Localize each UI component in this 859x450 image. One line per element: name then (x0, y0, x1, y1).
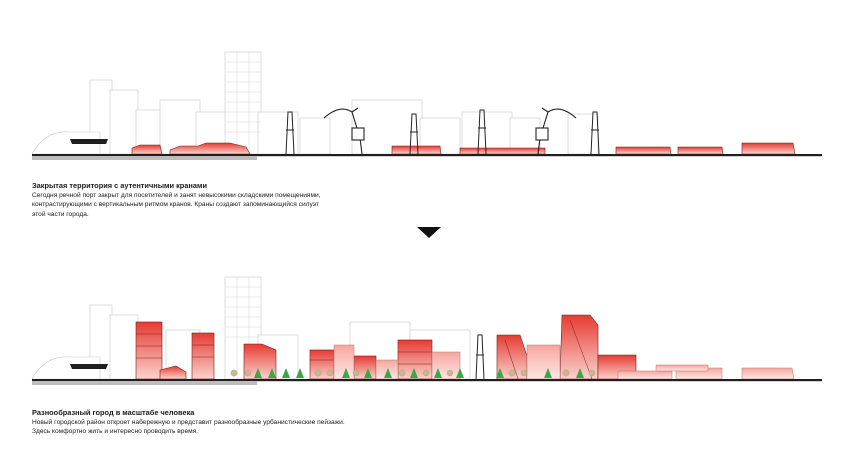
caption-existing: Закрытая территория с аутентичными крана… (32, 181, 372, 219)
ship (70, 364, 108, 369)
crane-jib (323, 107, 577, 155)
trees (254, 368, 584, 378)
caption-title: Разнообразный город в масштабе человека (32, 408, 195, 417)
section-proposed (31, 276, 822, 385)
caption-title: Закрытая территория с аутентичными крана… (32, 181, 207, 190)
quay-edge-left (32, 156, 257, 160)
caption-line: Новый городской район откроет набережную… (32, 419, 345, 426)
down-triangle-icon (417, 227, 441, 238)
section-existing (31, 51, 822, 160)
caption-line: Здесь комфортно жить и интересно проводи… (32, 428, 199, 436)
caption-proposed: Разнообразный город в масштабе человека … (32, 408, 372, 437)
crane-tower (285, 109, 600, 155)
caption-line: этой части города. (32, 210, 89, 218)
quay-ground (32, 154, 822, 157)
crane-tower (475, 334, 485, 380)
proposed-buildings-light (333, 344, 795, 380)
caption-line: контрастирующими с вертикальным ритмом к… (32, 201, 319, 209)
background-city-outline (31, 51, 599, 155)
caption-line: Сегодня речной порт закрыт для посетител… (32, 192, 321, 199)
floor-lines (136, 319, 593, 380)
quay-edge-left (32, 381, 257, 385)
round-trees (230, 369, 596, 377)
tower-facade-lines (225, 52, 261, 154)
caption-body: Сегодня речной порт закрыт для посетител… (32, 191, 372, 219)
caption-body: Новый городской район откроет набережную… (32, 418, 372, 437)
ship (70, 139, 108, 144)
quay-ground (32, 379, 822, 382)
